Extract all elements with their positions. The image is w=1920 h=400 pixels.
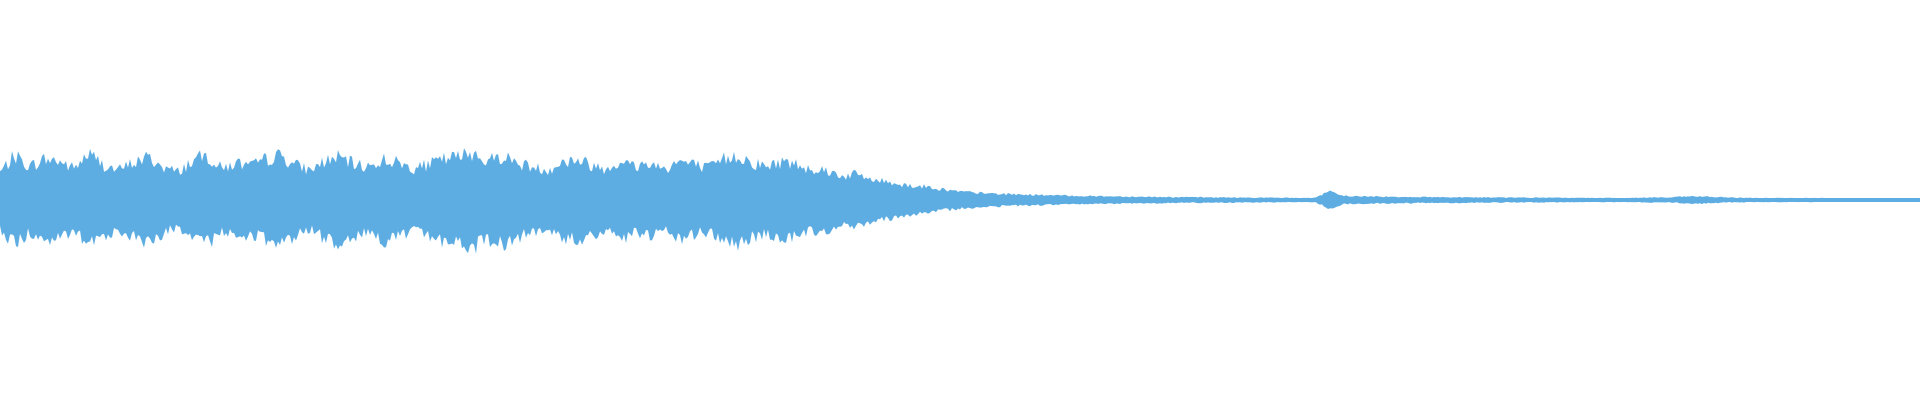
waveform-fill — [0, 148, 1920, 254]
